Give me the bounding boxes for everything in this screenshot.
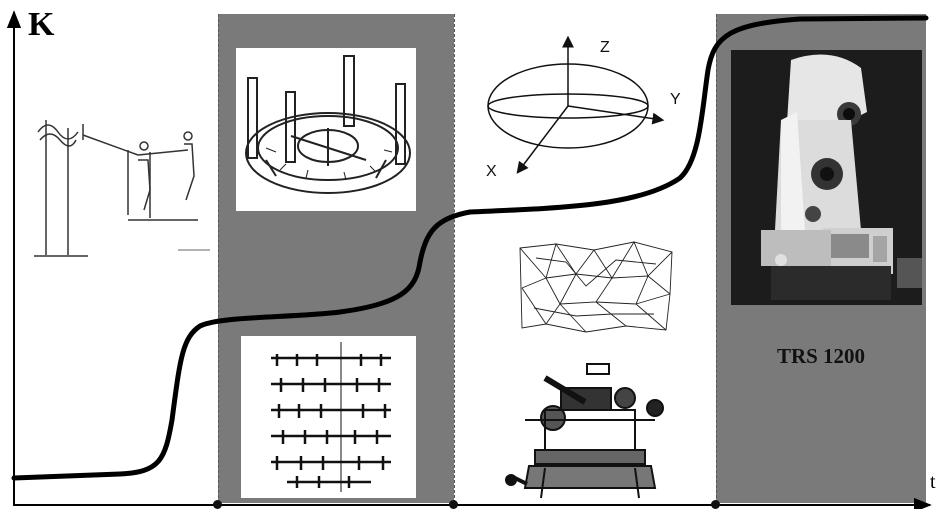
boundary-marker-3 xyxy=(711,500,720,509)
y-axis-title: K xyxy=(28,8,54,42)
boundary-marker-1 xyxy=(213,500,222,509)
boundary-marker-2 xyxy=(449,500,458,509)
evolution-curve xyxy=(14,18,926,478)
x-axis-title: t xyxy=(930,472,936,492)
